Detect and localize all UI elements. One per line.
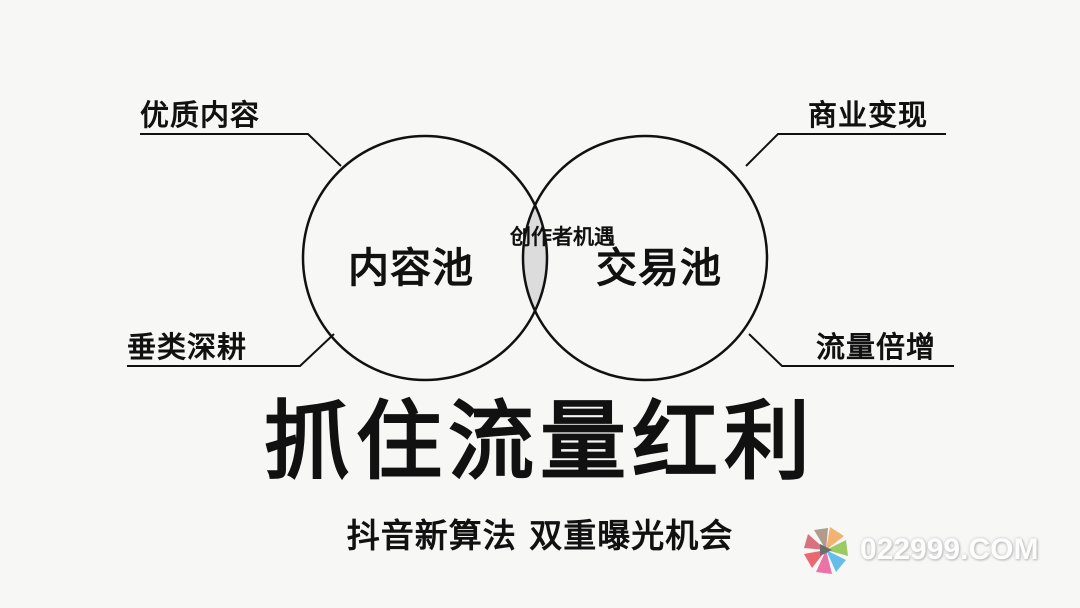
pinwheel-logo-icon bbox=[804, 527, 848, 574]
callout-line-top-left bbox=[140, 133, 342, 167]
subtitle: 抖音新算法 双重曝光机会 bbox=[346, 516, 734, 555]
callout-line-top-right bbox=[745, 133, 946, 167]
callout-line-bottom-left bbox=[127, 333, 335, 367]
content-pool-label: 内容池 bbox=[348, 244, 474, 292]
content-pool-circle bbox=[301, 134, 549, 382]
callout-vertical-focus: 垂类深耕 bbox=[127, 330, 248, 364]
trade-pool-label: 交易池 bbox=[596, 244, 722, 292]
watermark-text: 022999.COM bbox=[860, 533, 1039, 566]
callout-line-bottom-right bbox=[748, 333, 954, 367]
main-title: 抓住流量红利 bbox=[264, 392, 816, 492]
creator-opportunity-label: 创作者机遇 bbox=[510, 225, 615, 249]
callout-traffic-growth: 流量倍增 bbox=[816, 330, 937, 364]
watermark: 022999.COM bbox=[800, 525, 1038, 575]
callout-quality-content: 优质内容 bbox=[140, 98, 261, 132]
callout-monetization: 商业变现 bbox=[808, 98, 929, 132]
trade-pool-circle bbox=[521, 134, 769, 382]
